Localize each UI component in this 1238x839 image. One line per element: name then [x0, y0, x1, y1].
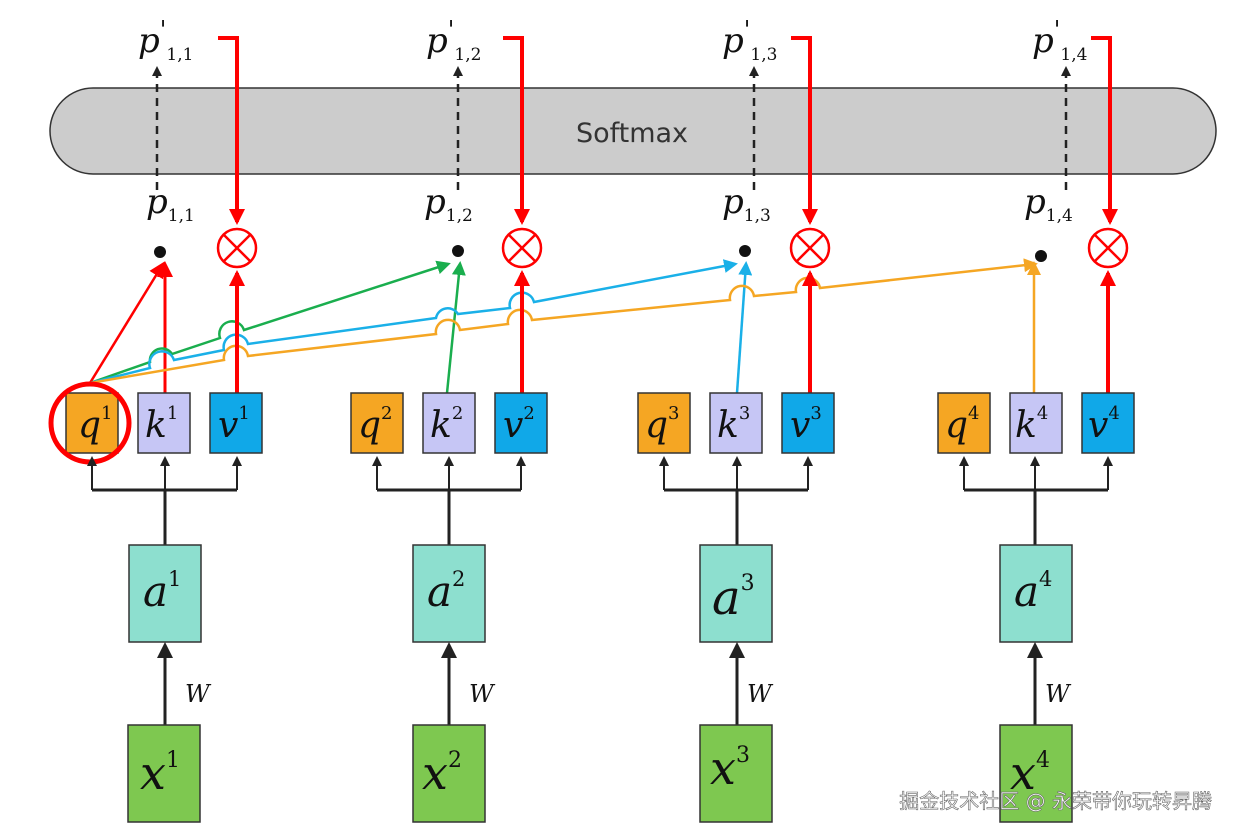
- q-box-3: [637, 392, 691, 454]
- v-label-1: v1: [218, 403, 250, 446]
- column-1: q1 k1 v1 a1 W x1: [48, 381, 263, 823]
- k-label-2: k2: [430, 403, 463, 446]
- softmax-bar: [49, 87, 1217, 175]
- q-label-3: q3: [645, 403, 680, 446]
- p-dot-1: [154, 246, 166, 258]
- v-label-3: v3: [790, 403, 822, 446]
- a-label-3: a3: [712, 570, 755, 626]
- p-label-4: p1,4: [1024, 182, 1073, 226]
- k-box-1: [137, 392, 191, 454]
- a-box-1: [128, 544, 202, 643]
- branch-line-1: [92, 488, 237, 545]
- p-label-3: p1,3: [722, 182, 771, 226]
- k-box-3: [709, 392, 763, 454]
- column-2: q2 k2 v2 a2 W x2: [350, 392, 548, 823]
- q1-to-p13-arrow: [89, 259, 738, 385]
- v-label-2: v2: [503, 403, 535, 446]
- x-label-3: x3: [710, 741, 750, 795]
- p14-to-mult-arrow: [1091, 36, 1118, 225]
- v-box-2: [494, 392, 548, 454]
- x-box-1: [127, 724, 201, 823]
- k-label-4: k4: [1015, 403, 1048, 446]
- p13-to-mult-arrow: [791, 36, 818, 225]
- x-label-2: x2: [422, 746, 462, 800]
- a-label-2: a2: [427, 567, 465, 616]
- v-label-4: v4: [1088, 403, 1120, 446]
- x-label-1: x1: [140, 746, 180, 800]
- q-label-1: q1: [78, 403, 113, 446]
- q-box-2: [350, 392, 404, 454]
- softmax-label: Softmax: [576, 118, 688, 149]
- p12-to-mult-arrow: [503, 36, 530, 225]
- branch-line-4: [964, 488, 1108, 545]
- p-prime-label-2: p'1,2: [426, 16, 481, 65]
- w-label-1: W: [185, 680, 212, 708]
- k-box-4: [1009, 392, 1063, 454]
- p-label-1: p1,1: [146, 182, 195, 226]
- w-label-3: W: [747, 680, 774, 708]
- p-dot-4: [1035, 250, 1047, 262]
- a-box-3: [699, 544, 773, 643]
- a-label-4: a4: [1014, 567, 1052, 616]
- x-box-4: [999, 724, 1073, 823]
- a-label-1: a1: [143, 567, 181, 616]
- multiply-icon-3: [789, 227, 831, 269]
- multiply-icon-4: [1087, 227, 1129, 269]
- w-label-2: W: [469, 680, 496, 708]
- p-prime-label-1: p'1,1: [138, 16, 193, 65]
- k3-to-p13-arrow: [735, 261, 753, 394]
- q1-to-p11-arrow: [88, 261, 165, 384]
- p-prime-label-4: p'1,4: [1032, 16, 1087, 65]
- q-box-1: [65, 392, 119, 454]
- k-box-2: [422, 392, 476, 454]
- branch-line-2: [377, 488, 521, 545]
- a-box-4: [999, 544, 1073, 643]
- x-box-2: [412, 724, 486, 823]
- x-label-4: x4: [1010, 746, 1050, 800]
- q-box-4: [937, 392, 991, 454]
- x-box-3: [699, 724, 773, 823]
- q-label-4: q4: [945, 403, 980, 446]
- v-box-1: [209, 392, 263, 454]
- p11-to-mult-arrow: [218, 36, 245, 225]
- v-box-4: [1081, 392, 1135, 454]
- w-label-4: W: [1045, 680, 1072, 708]
- q-label-2: q2: [358, 403, 393, 446]
- watermark: 掘金技术社区 @ 永荣带你玩转昇腾: [899, 789, 1212, 813]
- q1-to-p14-arrow: [89, 258, 1038, 385]
- k-label-3: k3: [717, 403, 750, 446]
- v-box-3: [781, 392, 835, 454]
- multiply-icon-2: [501, 227, 543, 269]
- branch-line-3: [664, 488, 808, 545]
- column-3: q3 k3 v3 a3 W x3: [637, 392, 835, 823]
- k2-to-p12-arrow: [445, 261, 466, 394]
- p-prime-label-3: p'1,3: [722, 16, 777, 65]
- k-label-1: k1: [145, 403, 178, 446]
- column-4: q4 k4 v4 a4 W x4: [937, 392, 1135, 823]
- multiply-icon-1: [216, 227, 258, 269]
- p-dot-3: [739, 245, 751, 257]
- p-dot-2: [452, 245, 464, 257]
- p-label-2: p1,2: [424, 182, 473, 226]
